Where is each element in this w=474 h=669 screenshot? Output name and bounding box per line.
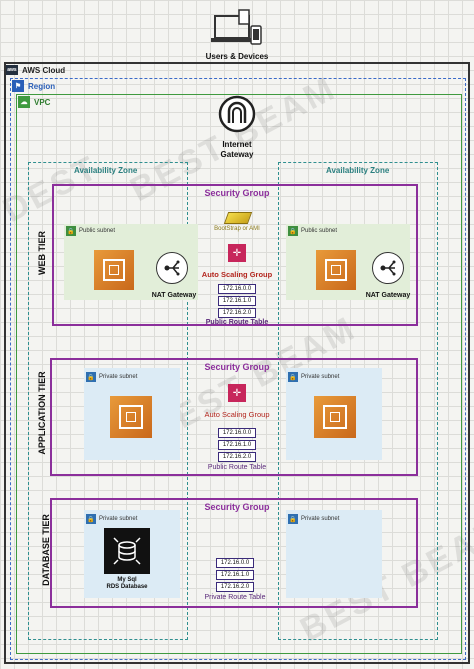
vpc-cloud-icon: ☁ [18, 96, 30, 108]
route-table-row: 172.16.0.0 [216, 558, 254, 568]
ec2-instance-icon [316, 250, 356, 290]
db-right-subnet-header: 🔒 Private subnet [288, 514, 339, 524]
db-tier-label: DATABASE TIER [41, 514, 51, 586]
availability-zone-left-label: Availability Zone [74, 166, 138, 175]
auto-scaling-icon: ✛ [228, 384, 246, 402]
route-table-row: 172.16.2.0 [218, 452, 256, 462]
db-right-subnet-label: Private subnet [301, 516, 340, 522]
ec2-instance-icon [314, 396, 356, 438]
ec2-instance-icon [110, 396, 152, 438]
nat-gateway-left-label: NAT Gateway [151, 292, 197, 299]
web-security-group-label: Security Group [204, 188, 270, 198]
aws-cloud-icon: aws [6, 65, 18, 75]
app-right-subnet-label: Private subnet [301, 374, 340, 380]
internet-gateway-label-line2: Gateway [220, 149, 254, 159]
vpc-title: VPC [34, 97, 51, 107]
availability-zone-right-label: Availability Zone [326, 166, 390, 175]
internet-gateway-icon [218, 95, 256, 133]
internet-gateway-label-line1: Internet [222, 140, 252, 149]
aws-cloud-title: AWS Cloud [22, 65, 66, 75]
app-left-subnet-label: Private subnet [99, 374, 138, 380]
region-header: ⚑ Region [12, 80, 55, 92]
availability-zone-left [28, 162, 188, 640]
app-left-private-subnet: 🔒 Private subnet [84, 368, 180, 460]
internet-gateway-label: Internet Gateway [200, 140, 274, 159]
lock-icon: 🔒 [288, 226, 298, 236]
db-tier-security-group [50, 498, 418, 608]
lock-icon: 🔒 [288, 514, 298, 524]
ec2-instance-icon [94, 250, 134, 290]
app-right-private-subnet: 🔒 Private subnet [286, 368, 382, 460]
lock-icon: 🔒 [86, 372, 96, 382]
app-auto-scaling-label: Auto Scaling Group [204, 410, 270, 419]
app-tier-label: APPLICATION TIER [37, 371, 47, 455]
route-table-row: 172.16.1.0 [216, 570, 254, 580]
lock-icon: 🔒 [86, 514, 96, 524]
route-table-row: 172.16.1.0 [218, 296, 256, 306]
nat-gateway-icon [156, 252, 188, 284]
aws-cloud-header: aws AWS Cloud [6, 64, 65, 76]
route-table-row: 172.16.2.0 [216, 582, 254, 592]
web-left-subnet-header: 🔒 Public subnet [66, 226, 115, 236]
rds-label-line1: My Sql [117, 577, 137, 583]
web-tier-label: WEB TIER [37, 231, 47, 275]
web-left-subnet-label: Public subnet [79, 228, 116, 234]
users-devices-icon [209, 8, 265, 48]
web-tier-security-group [52, 184, 418, 326]
bootstrap-ami-label: BootStrap or AMI [214, 226, 260, 232]
nat-gateway-icon [372, 252, 404, 284]
region-title: Region [28, 81, 56, 91]
rds-database-icon [104, 528, 150, 574]
route-table-row: 172.16.1.0 [218, 440, 256, 450]
db-right-private-subnet: 🔒 Private subnet [286, 510, 382, 598]
rds-database-label: My Sql RDS Database [97, 577, 157, 591]
web-auto-scaling-label: Auto Scaling Group [201, 270, 273, 279]
auto-scaling-icon: ✛ [228, 244, 246, 262]
route-table-row: 172.16.0.0 [218, 428, 256, 438]
region-boundary [10, 78, 466, 660]
lock-icon: 🔒 [66, 226, 76, 236]
db-left-subnet-label: Private subnet [99, 516, 138, 522]
lock-icon: 🔒 [288, 372, 298, 382]
web-right-subnet-label: Public subnet [301, 228, 338, 234]
db-route-table-label: Private Route Table [204, 594, 266, 601]
region-flag-icon: ⚑ [12, 80, 24, 92]
web-route-table-label: Public Route Table [205, 319, 269, 326]
users-devices-label: Users & Devices [205, 52, 269, 61]
web-left-public-subnet: 🔒 Public subnet [64, 224, 198, 300]
nat-gateway-right-label: NAT Gateway [365, 292, 411, 299]
vpc-header: ☁ VPC [18, 96, 50, 108]
aws-cloud-boundary [4, 62, 470, 664]
web-right-public-subnet: 🔒 Public subnet [286, 224, 410, 300]
rds-label-line2: RDS Database [106, 583, 148, 590]
bootstrap-ami-icon [223, 212, 253, 224]
app-right-subnet-header: 🔒 Private subnet [288, 372, 339, 382]
route-table-row: 172.16.0.0 [218, 284, 256, 294]
app-route-table-label: Public Route Table [207, 464, 267, 471]
db-security-group-label: Security Group [204, 502, 270, 512]
vpc-boundary [16, 94, 462, 654]
app-left-subnet-header: 🔒 Private subnet [86, 372, 137, 382]
app-security-group-label: Security Group [204, 362, 270, 372]
app-tier-security-group [50, 358, 418, 476]
db-left-private-subnet: 🔒 Private subnet My Sql RDS Database [84, 510, 180, 598]
route-table-row: 172.16.2.0 [218, 308, 256, 318]
db-left-subnet-header: 🔒 Private subnet [86, 514, 137, 524]
availability-zone-right [278, 162, 438, 640]
web-right-subnet-header: 🔒 Public subnet [288, 226, 337, 236]
